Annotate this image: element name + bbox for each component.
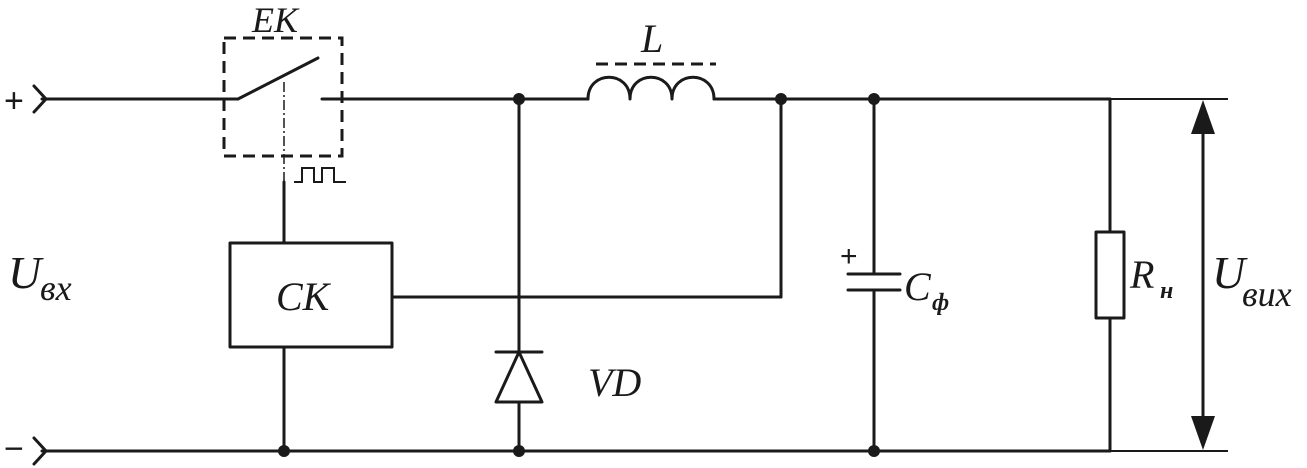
input-voltage-subscript: вх — [40, 268, 72, 308]
resistor-body — [1094, 230, 1126, 320]
capacitor-subscript: ф — [932, 290, 949, 316]
junction-dot-capacitor-ground — [868, 445, 880, 457]
load-resistor: R н — [1094, 97, 1173, 453]
output-voltage-subscript: вих — [1242, 274, 1292, 314]
junction-dot-diode-top — [513, 93, 525, 105]
resistor-subscript: н — [1160, 278, 1173, 304]
electronic-switch: ЕК — [222, 0, 346, 198]
junction-dot-control-ground — [278, 445, 290, 457]
diode-label: VD — [588, 360, 641, 405]
junction-dot-feedback — [775, 93, 787, 105]
junction-dot-capacitor-top — [868, 93, 880, 105]
junction-dot-diode-ground — [513, 445, 525, 457]
input-voltage-label: U вх — [8, 247, 72, 308]
pulse-train-icon — [294, 167, 346, 183]
output-voltage-label: U вих — [1212, 247, 1292, 314]
output-voltage-symbol: U — [1212, 247, 1248, 298]
minus-sign: − — [4, 430, 24, 468]
diode-triangle — [494, 350, 544, 404]
inductor-label: L — [640, 16, 663, 61]
input-minus-terminal: − — [4, 430, 48, 468]
output-arrow-head-bottom — [1191, 416, 1215, 450]
output-voltage-arrow — [1191, 100, 1215, 450]
input-voltage-symbol: U — [8, 247, 44, 298]
control-block-label: СК — [276, 274, 332, 319]
freewheel-diode: VD — [494, 97, 641, 453]
switch-enclosure — [222, 36, 344, 158]
resistor-label: R — [1129, 252, 1154, 297]
capacitor-polarity-sign: + — [840, 240, 858, 273]
output-arrow-head-top — [1191, 100, 1215, 134]
control-block: СК — [228, 97, 783, 453]
control-block-box — [228, 241, 394, 349]
input-plus-terminal: + — [4, 82, 48, 120]
filter-capacitor: + C ф — [840, 97, 949, 453]
inductor: L — [586, 16, 716, 101]
capacitor-label: C — [904, 264, 932, 309]
switch-label: ЕК — [251, 0, 300, 40]
plus-sign: + — [4, 82, 24, 120]
switch-blade — [236, 56, 320, 101]
inductor-coil — [586, 75, 716, 101]
